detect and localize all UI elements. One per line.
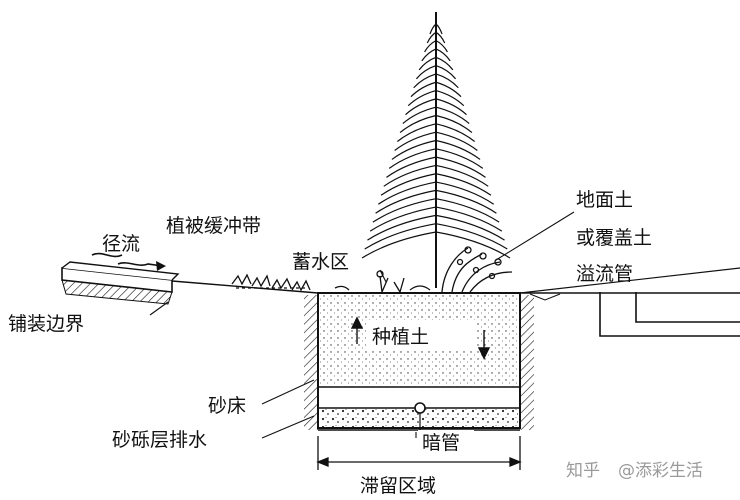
tree-branch: [435, 73, 459, 89]
tree-branch: [435, 189, 497, 214]
paving-slab: [61, 261, 180, 305]
tree-branch: [367, 214, 437, 241]
tree-branch: [435, 131, 478, 151]
tree-branch: [405, 98, 437, 116]
tree-branch: [435, 123, 476, 142]
label-retention-area: 滞留区域: [360, 475, 436, 497]
buffer-strip-vegetation: [231, 273, 311, 292]
tree-branch: [377, 181, 437, 205]
tree-branch: [394, 131, 437, 151]
tree-branch: [407, 89, 437, 107]
tree-branch: [361, 231, 437, 259]
label-buffer-strip: 植被缓冲带: [166, 215, 261, 237]
label-planting-soil: 种植土: [372, 326, 429, 348]
gravel-layer: [320, 409, 518, 427]
tree-branch: [435, 148, 484, 169]
watermark-platform: 知乎: [566, 461, 600, 481]
tree-branch: [435, 40, 448, 53]
tree-branch: [435, 231, 511, 259]
label-underdrain: 暗管: [422, 432, 460, 454]
label-gravel-drainage: 砂砾层排水: [112, 429, 207, 451]
tree-branch: [410, 81, 437, 98]
tree-branch: [364, 223, 437, 250]
tree-branch: [435, 48, 451, 62]
label-mulch: 或覆盖土: [576, 227, 652, 249]
retention-basin: [304, 292, 534, 431]
tree-branch: [429, 23, 437, 35]
tree-branch: [435, 181, 495, 205]
tree-branch: [435, 98, 467, 116]
leader-lines: [149, 211, 575, 439]
label-paving-edge: 铺装边界: [8, 313, 84, 335]
tree-branch: [435, 114, 473, 134]
tree-branch: [380, 173, 437, 196]
tree-branch: [426, 31, 437, 44]
underdrain-pipe: [414, 402, 426, 432]
tree-branch: [396, 123, 437, 142]
tree-branch: [386, 156, 437, 178]
tree-branch: [369, 206, 437, 232]
shrubs: [334, 246, 513, 293]
tree-branch: [391, 139, 437, 160]
tree-branch: [399, 114, 437, 134]
tree-branch: [372, 198, 437, 223]
overflow-pipe: [599, 292, 740, 337]
tree-branch: [415, 65, 437, 80]
label-surface-soil: 地面土: [576, 189, 633, 211]
tree-branch: [424, 40, 437, 53]
tree-branch: [402, 106, 437, 125]
tree-branch: [435, 139, 481, 160]
tree-branch: [435, 156, 486, 178]
tree-branch: [383, 164, 437, 187]
tree-branch: [435, 65, 457, 80]
tree-branch: [418, 56, 437, 71]
tree-branch: [388, 148, 437, 169]
tree-branch: [413, 73, 437, 89]
tree-branch: [435, 56, 454, 71]
ground-surface: [171, 267, 740, 301]
tree-branch: [435, 206, 503, 232]
tree-branch: [435, 198, 500, 223]
tree-branch: [435, 223, 508, 250]
label-sand-bed: 砂床: [208, 395, 246, 417]
tree-branch: [435, 173, 492, 196]
tree-branch: [375, 189, 437, 214]
runoff-arrows: [91, 252, 166, 271]
tree-branch: [435, 23, 443, 35]
tree: [361, 12, 511, 288]
tree-branch: [435, 214, 505, 241]
retention-dimension: [316, 436, 522, 470]
tree-branch: [435, 81, 462, 98]
watermark-author: @添彩生活: [618, 461, 703, 481]
tree-branch: [435, 89, 465, 107]
sand-bed-layer: [320, 388, 518, 408]
label-overflow-pipe: 溢流管: [576, 263, 633, 285]
tree-branch: [435, 106, 470, 125]
infiltration-arrows: [350, 316, 491, 360]
tree-branch: [421, 48, 437, 62]
label-runoff: 径流: [102, 233, 140, 255]
label-storage-zone: 蓄水区: [292, 251, 349, 273]
tree-branch: [435, 31, 446, 44]
tree-branch: [435, 164, 489, 187]
